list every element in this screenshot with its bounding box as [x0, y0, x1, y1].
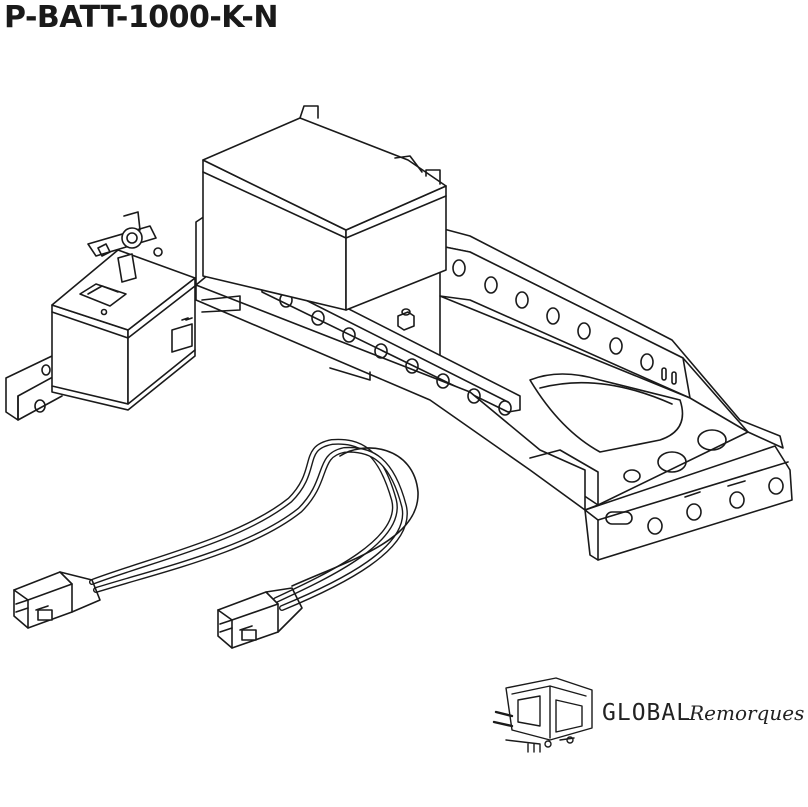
end-plate-holes	[605, 429, 784, 535]
brand-logo: GLOBALRemorques	[602, 700, 804, 726]
bolt	[397, 308, 415, 331]
connector-right	[217, 587, 303, 649]
connector-left	[13, 571, 101, 629]
part-number-title: P-BATT-1000-K-N	[4, 0, 278, 35]
battery-box	[202, 105, 447, 311]
rail-holes	[452, 259, 677, 385]
cable-harness	[89, 438, 419, 611]
brand-logo-global: GLOBAL	[602, 700, 692, 726]
mounting-frame	[5, 209, 793, 561]
trailer-logo-mark	[492, 677, 593, 753]
brand-logo-remorques: Remorques	[689, 701, 805, 725]
switch-box	[51, 211, 196, 411]
bar-holes	[279, 292, 512, 416]
